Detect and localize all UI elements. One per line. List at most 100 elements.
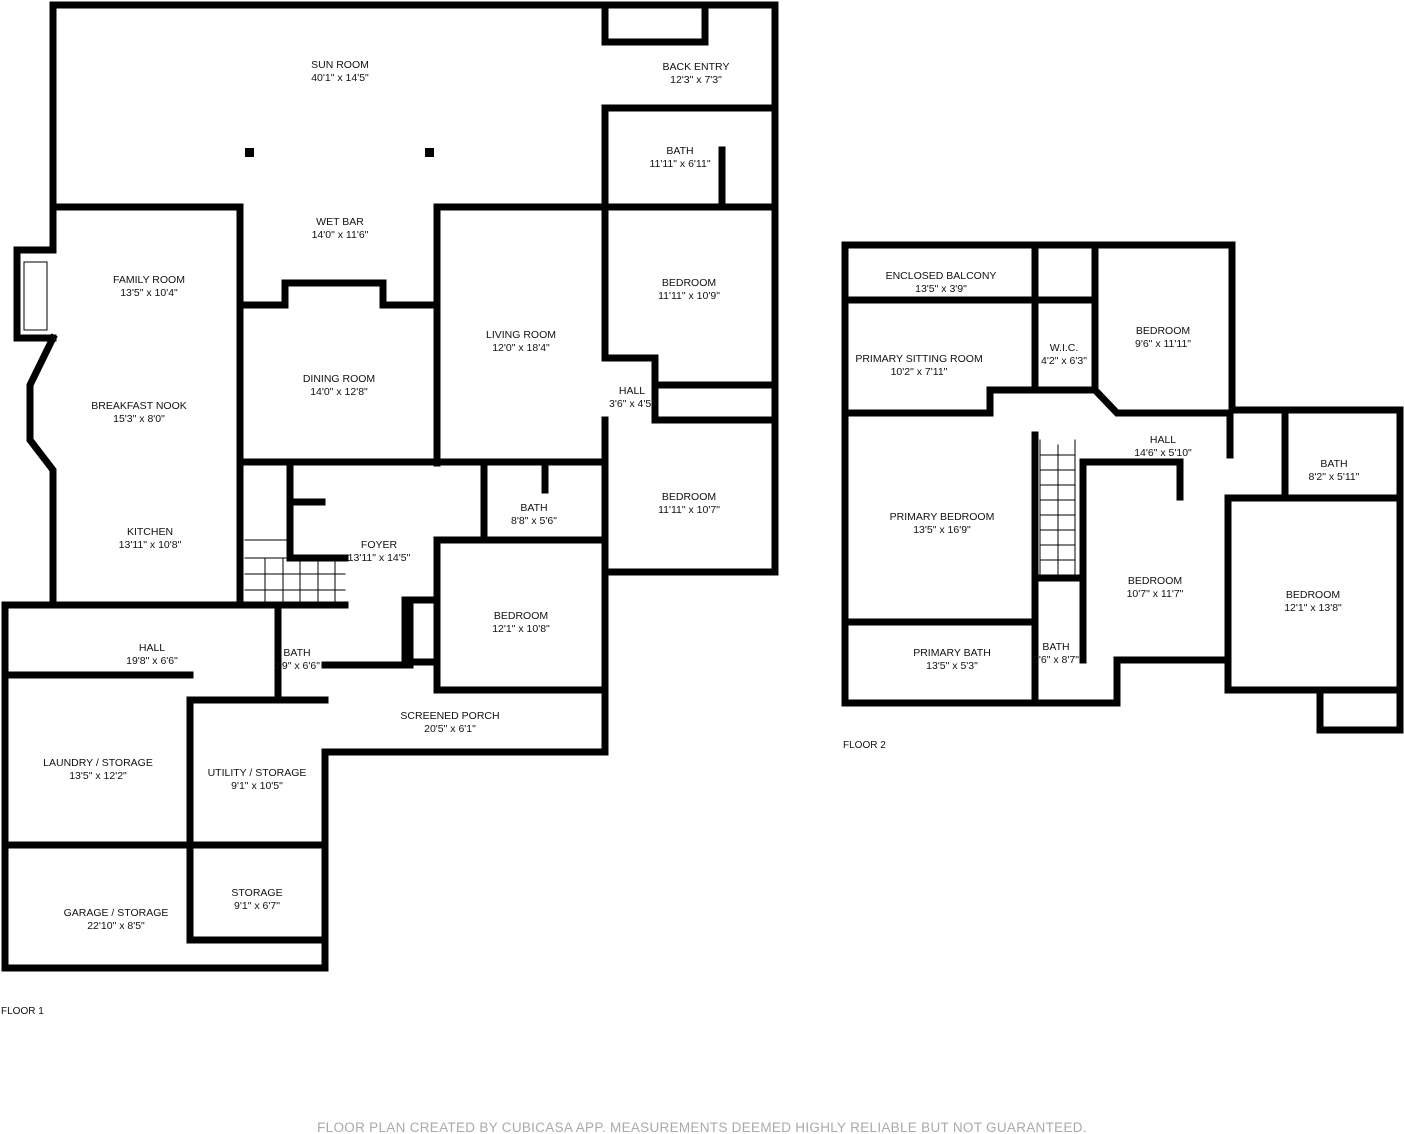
stairs-floor2 xyxy=(1039,439,1076,576)
room-name: BATH xyxy=(666,145,694,157)
room-dims: 13'5" x 10'4" xyxy=(120,287,178,299)
room-dims: 14'0" x 11'6" xyxy=(311,229,369,241)
room-name: LAUNDRY / STORAGE xyxy=(43,757,153,769)
room-dims: 13'5" x 12'2" xyxy=(69,770,127,782)
room-dims: 19'8" x 6'6" xyxy=(126,655,178,667)
room-name: STORAGE xyxy=(231,887,283,899)
floor1-label: FLOOR 1 xyxy=(1,1006,44,1017)
room-dims: 9'1" x 10'5" xyxy=(231,780,283,792)
room-dims: 22'10" x 8'5" xyxy=(87,920,145,932)
room-name: PRIMARY BEDROOM xyxy=(889,511,995,523)
room-dims: 10'7" x 11'7" xyxy=(1126,588,1184,600)
room-name: FAMILY ROOM xyxy=(113,274,185,286)
room-name: BATH xyxy=(283,647,311,659)
room-dims: 9'1" x 6'7" xyxy=(234,900,280,912)
room-dims: 40'1" x 14'5" xyxy=(311,72,369,84)
room-name: ENCLOSED BALCONY xyxy=(885,270,997,282)
room-name: BEDROOM xyxy=(1127,575,1183,587)
room-dims: 14'6" x 5'10" xyxy=(1134,447,1192,459)
floor2-walls xyxy=(841,241,1404,734)
room-name: SUN ROOM xyxy=(311,59,369,71)
room-dims: 8'2" x 5'11" xyxy=(1308,471,1360,483)
room-name: BEDROOM xyxy=(661,491,717,503)
room-name: BEDROOM xyxy=(1285,589,1341,601)
room-dims: 20'5" x 6'1" xyxy=(424,723,476,735)
room-name: BATH xyxy=(520,502,548,514)
room-name: HALL xyxy=(1149,434,1177,446)
room-name: BREAKFAST NOOK xyxy=(91,400,187,412)
room-name: BACK ENTRY xyxy=(662,61,730,73)
room-dims: 12'1" x 10'8" xyxy=(492,623,550,635)
room-name: GARAGE / STORAGE xyxy=(63,907,169,919)
stairs-floor1 xyxy=(244,539,346,606)
room-dims: 11'11" x 10'7" xyxy=(658,504,720,516)
room-dims: 12'3" x 7'3" xyxy=(670,74,722,86)
room-name: W.I.C. xyxy=(1049,342,1079,354)
room-dims: 10'2" x 7'11" xyxy=(890,366,948,378)
room-name: KITCHEN xyxy=(126,526,174,538)
room-name: DINING ROOM xyxy=(302,373,376,385)
room-name: PRIMARY SITTING ROOM xyxy=(855,353,983,365)
room-dims: 12'0" x 18'4" xyxy=(492,342,550,354)
room-dims: 13'5" x 3'9" xyxy=(915,283,967,295)
room-dims: 14'0" x 12'8" xyxy=(310,386,368,398)
room-dims: 11'11" x 10'9" xyxy=(658,290,720,302)
room-name: BEDROOM xyxy=(661,277,717,289)
room-dims: 2'9" x 6'6" xyxy=(274,660,320,672)
floor2-label: FLOOR 2 xyxy=(843,740,886,751)
room-dims: 13'5" x 16'9" xyxy=(913,524,971,536)
room-dims: 9'6" x 11'11" xyxy=(1134,338,1192,350)
room-dims: 13'11" x 14'5" xyxy=(347,552,411,564)
room-name: WET BAR xyxy=(316,216,364,228)
room-dims: 4'2" x 6'3" xyxy=(1041,355,1087,367)
room-dims: 12'1" x 13'8" xyxy=(1284,602,1342,614)
room-dims: 15'3" x 8'0" xyxy=(113,413,165,425)
room-name: HALL xyxy=(138,642,166,654)
room-dims: 8'8" x 5'6" xyxy=(511,515,557,527)
room-name: BEDROOM xyxy=(493,610,549,622)
room-name: UTILITY / STORAGE xyxy=(207,767,307,779)
room-dims: 13'5" x 5'3" xyxy=(926,660,978,672)
room-dims: 5'6" x 8'7" xyxy=(1033,654,1079,666)
room-name: SCREENED PORCH xyxy=(400,710,500,722)
floor1-walls xyxy=(1,1,779,972)
room-dims: 3'6" x 4'5" xyxy=(609,398,655,410)
room-name: BATH xyxy=(1320,458,1348,470)
room-dims: 11'11" x 6'11" xyxy=(649,158,711,170)
room-name: HALL xyxy=(618,385,646,397)
room-name: BEDROOM xyxy=(1135,325,1191,337)
room-name: LIVING ROOM xyxy=(485,329,557,341)
